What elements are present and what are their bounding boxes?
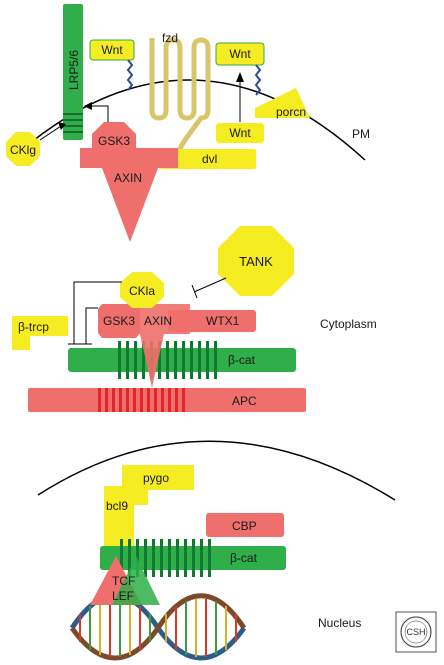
- ckla: CKla: [120, 272, 164, 308]
- wtx1-label: WTX1: [206, 314, 240, 328]
- dvl: dvl: [160, 149, 256, 169]
- axin-mid-label: AXIN: [144, 314, 172, 328]
- tcf-label: TCF: [112, 574, 135, 588]
- gsk3-mid: GSK3: [98, 304, 140, 338]
- wnt-left-label: Wnt: [101, 43, 123, 57]
- beta-catenin-bottom: β-cat: [100, 539, 286, 577]
- tank-inhibition: [193, 277, 227, 293]
- pygo-label: pygo: [143, 471, 169, 485]
- svg-text:CSH: CSH: [406, 627, 425, 637]
- tank-label: TANK: [239, 254, 273, 269]
- lrp-label: LRP5/6: [67, 50, 81, 90]
- porcn: porcn: [255, 88, 310, 119]
- axin-mid: AXIN: [130, 304, 190, 388]
- bcat-mid-label: β-cat: [228, 353, 256, 367]
- dna-helix: [69, 593, 247, 661]
- bcl9: bcl9: [104, 486, 134, 546]
- porcn-label: porcn: [276, 105, 306, 119]
- pygo: pygo: [122, 465, 194, 505]
- lef: [112, 556, 160, 605]
- apc: APC: [28, 388, 306, 412]
- beta-trcp: β-trcp: [12, 316, 68, 350]
- nuclear-envelope-arc: [37, 440, 396, 501]
- axin-top-label: AXIN: [114, 171, 142, 185]
- wnt-ligand-bottom: Wnt: [216, 123, 264, 143]
- cytoplasm-label: Cytoplasm: [320, 317, 377, 331]
- wnt-bottom-label: Wnt: [229, 126, 251, 140]
- wnt-ligand-right: Wnt: [215, 42, 265, 96]
- axin-top: AXIN: [80, 148, 178, 242]
- cklg-label: CKlg: [10, 143, 36, 157]
- btrcp-label: β-trcp: [18, 320, 49, 334]
- lrp5-6-receptor: LRP5/6: [63, 4, 83, 140]
- bcat-bottom-label: β-cat: [230, 551, 258, 565]
- dvl-label: dvl: [202, 152, 217, 166]
- beta-catenin-mid: β-cat: [68, 341, 296, 379]
- cbp-label: CBP: [232, 519, 257, 533]
- gsk3-top-label: GSK3: [98, 134, 130, 148]
- cbp: CBP: [206, 513, 284, 537]
- fzd-receptor: [149, 37, 211, 161]
- cklg: CKlg: [6, 132, 40, 166]
- gsk3-mid-label: GSK3: [103, 314, 135, 328]
- csh-logo: CSH: [395, 611, 437, 653]
- fzd-label: fzd: [162, 31, 178, 45]
- tank: TANK: [218, 226, 294, 296]
- wnt-right-label: Wnt: [229, 47, 251, 61]
- bcl9-label: bcl9: [106, 499, 128, 513]
- nucleus-label: Nucleus: [318, 616, 361, 630]
- lef-label: LEF: [112, 589, 134, 603]
- wnt-ligand-left: Wnt: [89, 39, 135, 91]
- ckla-inhibition: [73, 281, 122, 344]
- apc-label: APC: [232, 394, 257, 408]
- ckla-label: CKla: [129, 284, 155, 298]
- gsk3-top: GSK3: [92, 122, 136, 162]
- pm-label: PM: [352, 127, 370, 141]
